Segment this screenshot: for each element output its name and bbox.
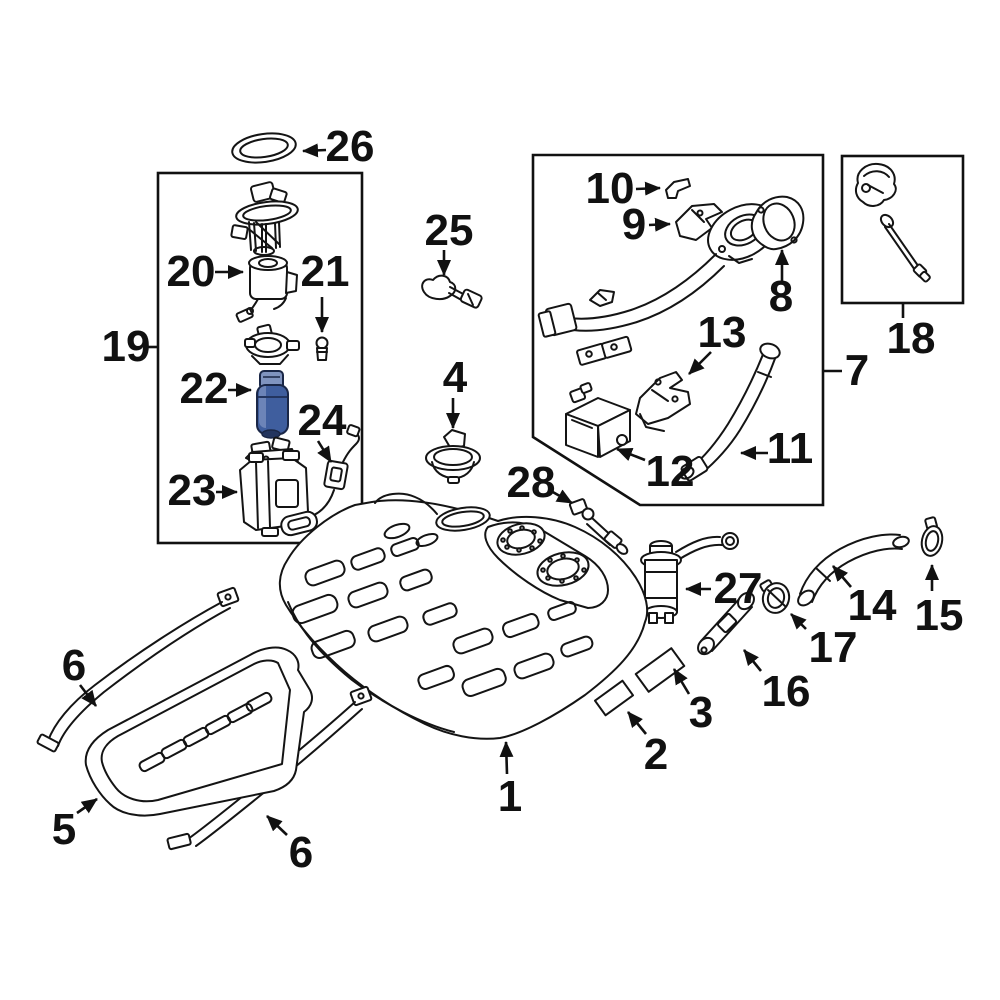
callout-16: 16 <box>761 667 811 716</box>
callout-1: 1 <box>497 772 523 821</box>
callout-14: 14 <box>847 581 897 630</box>
part-1-fuel-tank-drawing <box>278 492 649 740</box>
callout-3: 3 <box>688 688 714 737</box>
part-16-pipe-drawing <box>697 591 755 656</box>
callout-6-lower: 6 <box>288 828 314 877</box>
part-22-fuel-pump-highlighted-drawing <box>256 370 289 439</box>
callout-19: 19 <box>101 322 151 371</box>
part-24-wiring-harness-drawing <box>280 424 361 537</box>
part-8-gasket-drawing <box>750 195 805 251</box>
part-6-strap-upper-drawing <box>36 586 240 753</box>
group-box-19 <box>143 171 364 545</box>
part-18-fuel-cap-drawing <box>854 162 931 283</box>
callout-26: 26 <box>325 122 375 171</box>
part-20-reservoir-drawing <box>235 255 298 323</box>
callout-15: 15 <box>914 591 964 640</box>
callout-2: 2 <box>643 730 669 779</box>
callout-24: 24 <box>297 396 347 445</box>
leader-arrows <box>76 143 939 836</box>
group-box-18 <box>840 154 965 318</box>
part-3-pad-drawing <box>634 647 686 693</box>
callout-5: 5 <box>51 805 77 854</box>
part-15-clamp-drawing <box>920 516 944 557</box>
neck-mount-plates-drawing <box>576 335 633 366</box>
part-9-bracket-drawing <box>675 203 723 241</box>
callout-17: 17 <box>808 623 858 672</box>
part-17-clamp-drawing <box>759 579 791 614</box>
part-5-skid-plate-drawing <box>84 646 313 817</box>
part-10-clip-drawing <box>665 178 691 199</box>
callout-23: 23 <box>167 466 217 515</box>
callout-7: 7 <box>844 346 870 395</box>
part-12-canister-drawing <box>565 382 631 458</box>
part-28-sensor-drawing <box>568 498 629 555</box>
callout-10: 10 <box>585 164 635 213</box>
callout-6-upper: 6 <box>61 641 87 690</box>
part-2-pad-drawing <box>593 679 635 717</box>
callout-25: 25 <box>424 206 474 255</box>
filler-neck-drawing <box>537 203 777 338</box>
callout-13: 13 <box>697 308 747 357</box>
callout-9: 9 <box>621 200 647 249</box>
callout-4: 4 <box>442 353 468 402</box>
callout-12: 12 <box>645 447 695 496</box>
callout-27: 27 <box>713 564 763 613</box>
callout-8: 8 <box>768 272 794 321</box>
callout-20: 20 <box>166 247 216 296</box>
fuel-pump-module-assembly-drawing <box>230 181 299 256</box>
part-21-grommet-drawing <box>315 336 329 361</box>
callout-21: 21 <box>300 247 350 296</box>
part-25-valve-drawing <box>421 274 483 309</box>
part-4-rollover-valve-drawing <box>425 429 481 484</box>
callout-22: 22 <box>179 364 229 413</box>
part-13-bracket-drawing <box>635 371 691 432</box>
part-6-strap-lower-drawing <box>166 685 373 851</box>
callout-18: 18 <box>886 314 936 363</box>
callout-11: 11 <box>766 424 814 473</box>
part-14-hose-drawing <box>797 533 910 607</box>
callout-28: 28 <box>506 458 556 507</box>
part-23-bracket-drawing <box>239 450 309 537</box>
part-11-hose-drawing <box>679 342 781 482</box>
group-box-7 <box>531 153 842 507</box>
part-27-fuel-filter-drawing <box>640 532 739 624</box>
pump-retainer-drawing <box>244 323 300 365</box>
part-26-lock-ring-drawing <box>231 132 297 164</box>
